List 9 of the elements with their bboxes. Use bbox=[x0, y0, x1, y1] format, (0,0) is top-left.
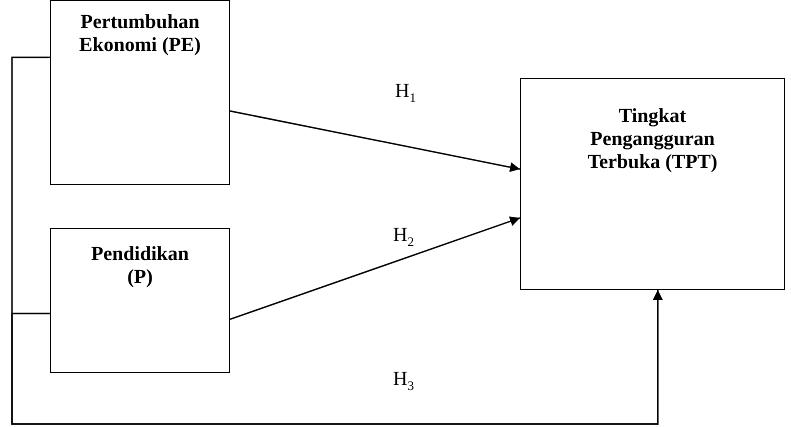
variable-name: Tingkat Pengangguran Terbuka (TPT) bbox=[588, 105, 718, 174]
variable-box bbox=[520, 78, 785, 290]
arrow bbox=[230, 216, 520, 320]
variable-name: Pertumbuhan Ekonomi (PE) bbox=[78, 11, 202, 57]
variable-name: Pendidikan (P) bbox=[90, 243, 190, 289]
variable-box bbox=[50, 228, 230, 373]
variable-box bbox=[50, 0, 230, 185]
arrow bbox=[230, 110, 520, 172]
arrow bbox=[11, 290, 663, 425]
